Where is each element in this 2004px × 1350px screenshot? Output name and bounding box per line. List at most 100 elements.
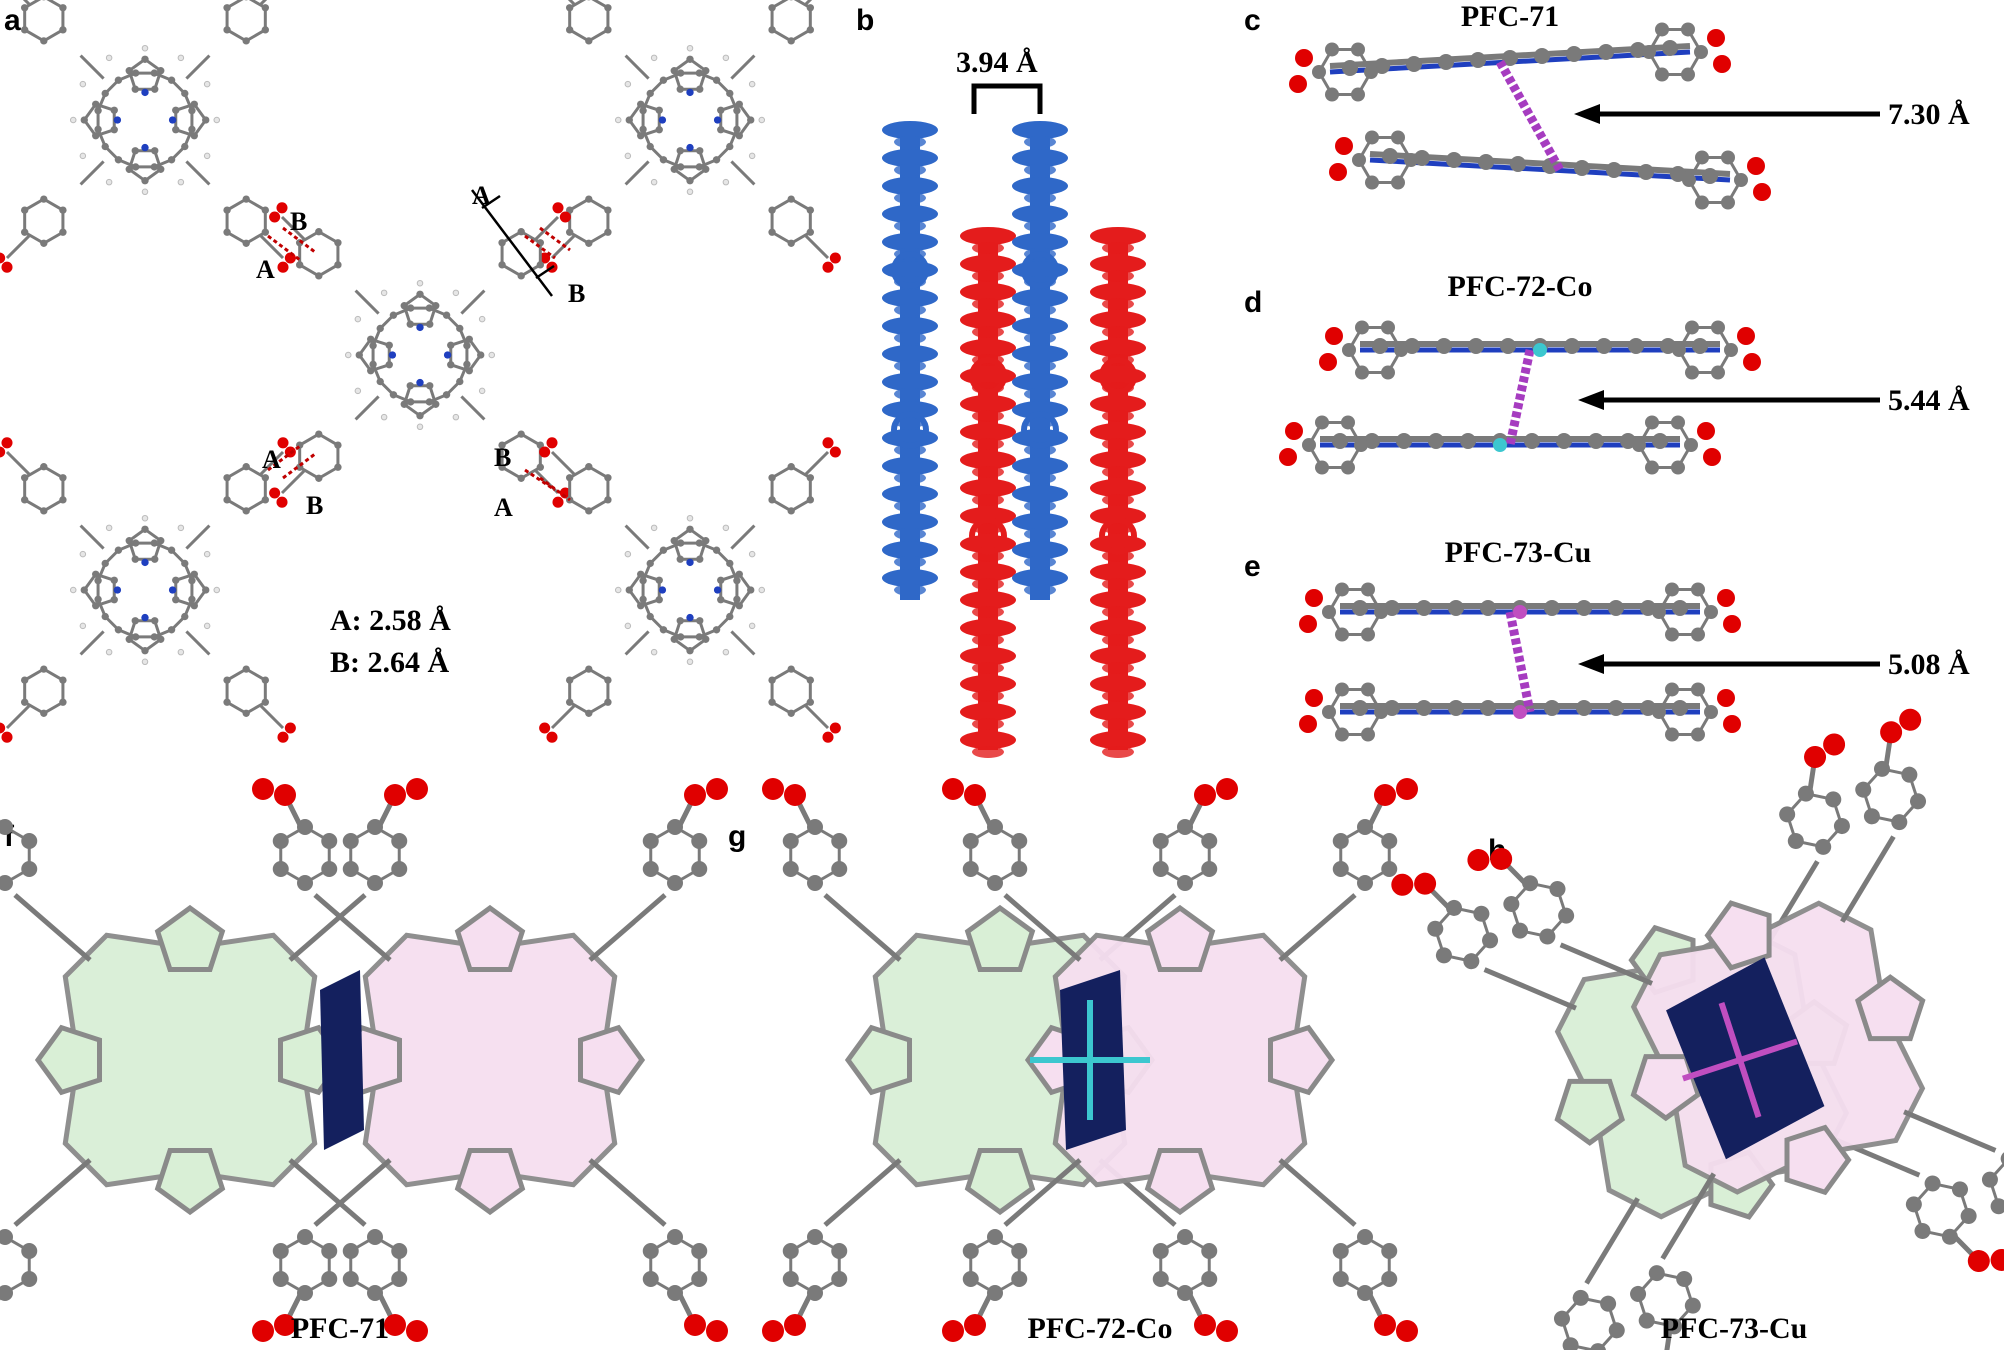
layer-node [894, 220, 926, 232]
atom [1681, 22, 1695, 37]
atom [1734, 173, 1748, 187]
hydrogen-atom [624, 80, 632, 88]
layer-node [882, 233, 938, 251]
atom [1711, 365, 1725, 380]
ring-bond [568, 197, 610, 246]
atom [321, 1243, 338, 1259]
atom [1524, 433, 1540, 449]
arm-bond [1584, 1197, 1640, 1285]
atom [1381, 320, 1395, 335]
panel-h: h PFC-73-Cu [1391, 708, 2004, 1350]
atom [342, 861, 359, 877]
atom [261, 206, 270, 214]
oxygen-atom [277, 261, 289, 273]
atom [20, 26, 29, 34]
layer-node [1102, 606, 1134, 618]
atom [1011, 1243, 1028, 1259]
oxygen-atom [1880, 721, 1903, 744]
oxygen-atom [384, 1314, 406, 1336]
oxygen-atom [942, 778, 964, 800]
oxygen-atom [706, 778, 728, 800]
porphyrin-molecule-top-left [0, 0, 296, 273]
atom [190, 570, 198, 578]
atom [498, 441, 506, 449]
layer-node [960, 423, 1016, 441]
atom [242, 239, 250, 247]
layer-node [972, 270, 1004, 282]
atom [80, 116, 88, 124]
hydrogen-atom [105, 178, 113, 186]
arm-bond [185, 54, 211, 80]
hbond-label-6: B [306, 491, 323, 520]
atom [1325, 87, 1339, 102]
atom [315, 228, 323, 236]
overlap-view-f [0, 778, 728, 1342]
atom [94, 125, 102, 134]
atom [272, 833, 289, 849]
layer-node [882, 485, 938, 503]
atom [261, 26, 270, 34]
atom [40, 507, 48, 515]
atom [768, 228, 776, 236]
layer-node [894, 332, 926, 344]
atom [1463, 953, 1480, 970]
atom [702, 165, 710, 173]
hydrogen-atom [203, 80, 211, 88]
atom [768, 698, 776, 706]
atom [1482, 932, 1499, 949]
carboxyl-bond [259, 0, 268, 6]
pyrrole-outline [844, 1024, 913, 1096]
atom [659, 76, 668, 84]
atom [342, 833, 359, 849]
layer-node [1102, 662, 1134, 674]
atom [131, 147, 139, 155]
atom [565, 698, 574, 706]
oxygen-atom [1703, 448, 1721, 466]
atom [585, 37, 593, 45]
atom [1833, 818, 1850, 835]
atom [1553, 1310, 1570, 1327]
panel-label-g: g [728, 820, 746, 853]
hydrogen-atom [213, 116, 221, 124]
layer-node [972, 746, 1004, 758]
oxygen-atom [1747, 157, 1765, 175]
layer-node [1090, 703, 1146, 721]
atom [962, 1243, 979, 1259]
atom [167, 156, 176, 164]
atom [1684, 438, 1698, 452]
layer-node [882, 569, 938, 587]
atom [151, 85, 159, 93]
arrow-head-c [1574, 104, 1600, 124]
atom [297, 1229, 313, 1245]
carboxyl-bond [259, 234, 285, 260]
oxygen-atom [1391, 873, 1414, 896]
oxygen-atom [1374, 1314, 1396, 1336]
atom [1414, 150, 1430, 166]
layer-node [882, 401, 938, 419]
atom [1427, 920, 1444, 937]
atom [717, 106, 725, 114]
atom [768, 676, 776, 684]
arm-bond [79, 54, 105, 80]
atom [642, 1243, 659, 1259]
atom [1374, 605, 1388, 619]
layer-node [960, 675, 1016, 693]
atom [400, 302, 408, 310]
atom [1361, 727, 1375, 742]
atom [585, 463, 593, 471]
layer-node [1024, 220, 1056, 232]
atom [261, 496, 270, 504]
atom [1910, 793, 1927, 810]
oxygen-atom [269, 211, 281, 223]
atom [1352, 153, 1366, 167]
pyrrole-outline [1144, 1147, 1216, 1216]
panel-f: f PFC-71 [0, 778, 728, 1345]
atom [536, 441, 545, 449]
atom [1332, 1271, 1349, 1287]
atom [806, 26, 815, 34]
atom [667, 875, 683, 891]
oxygen-atom [706, 1320, 728, 1342]
atom [659, 156, 668, 164]
atom [987, 875, 1003, 891]
atom [101, 559, 109, 568]
